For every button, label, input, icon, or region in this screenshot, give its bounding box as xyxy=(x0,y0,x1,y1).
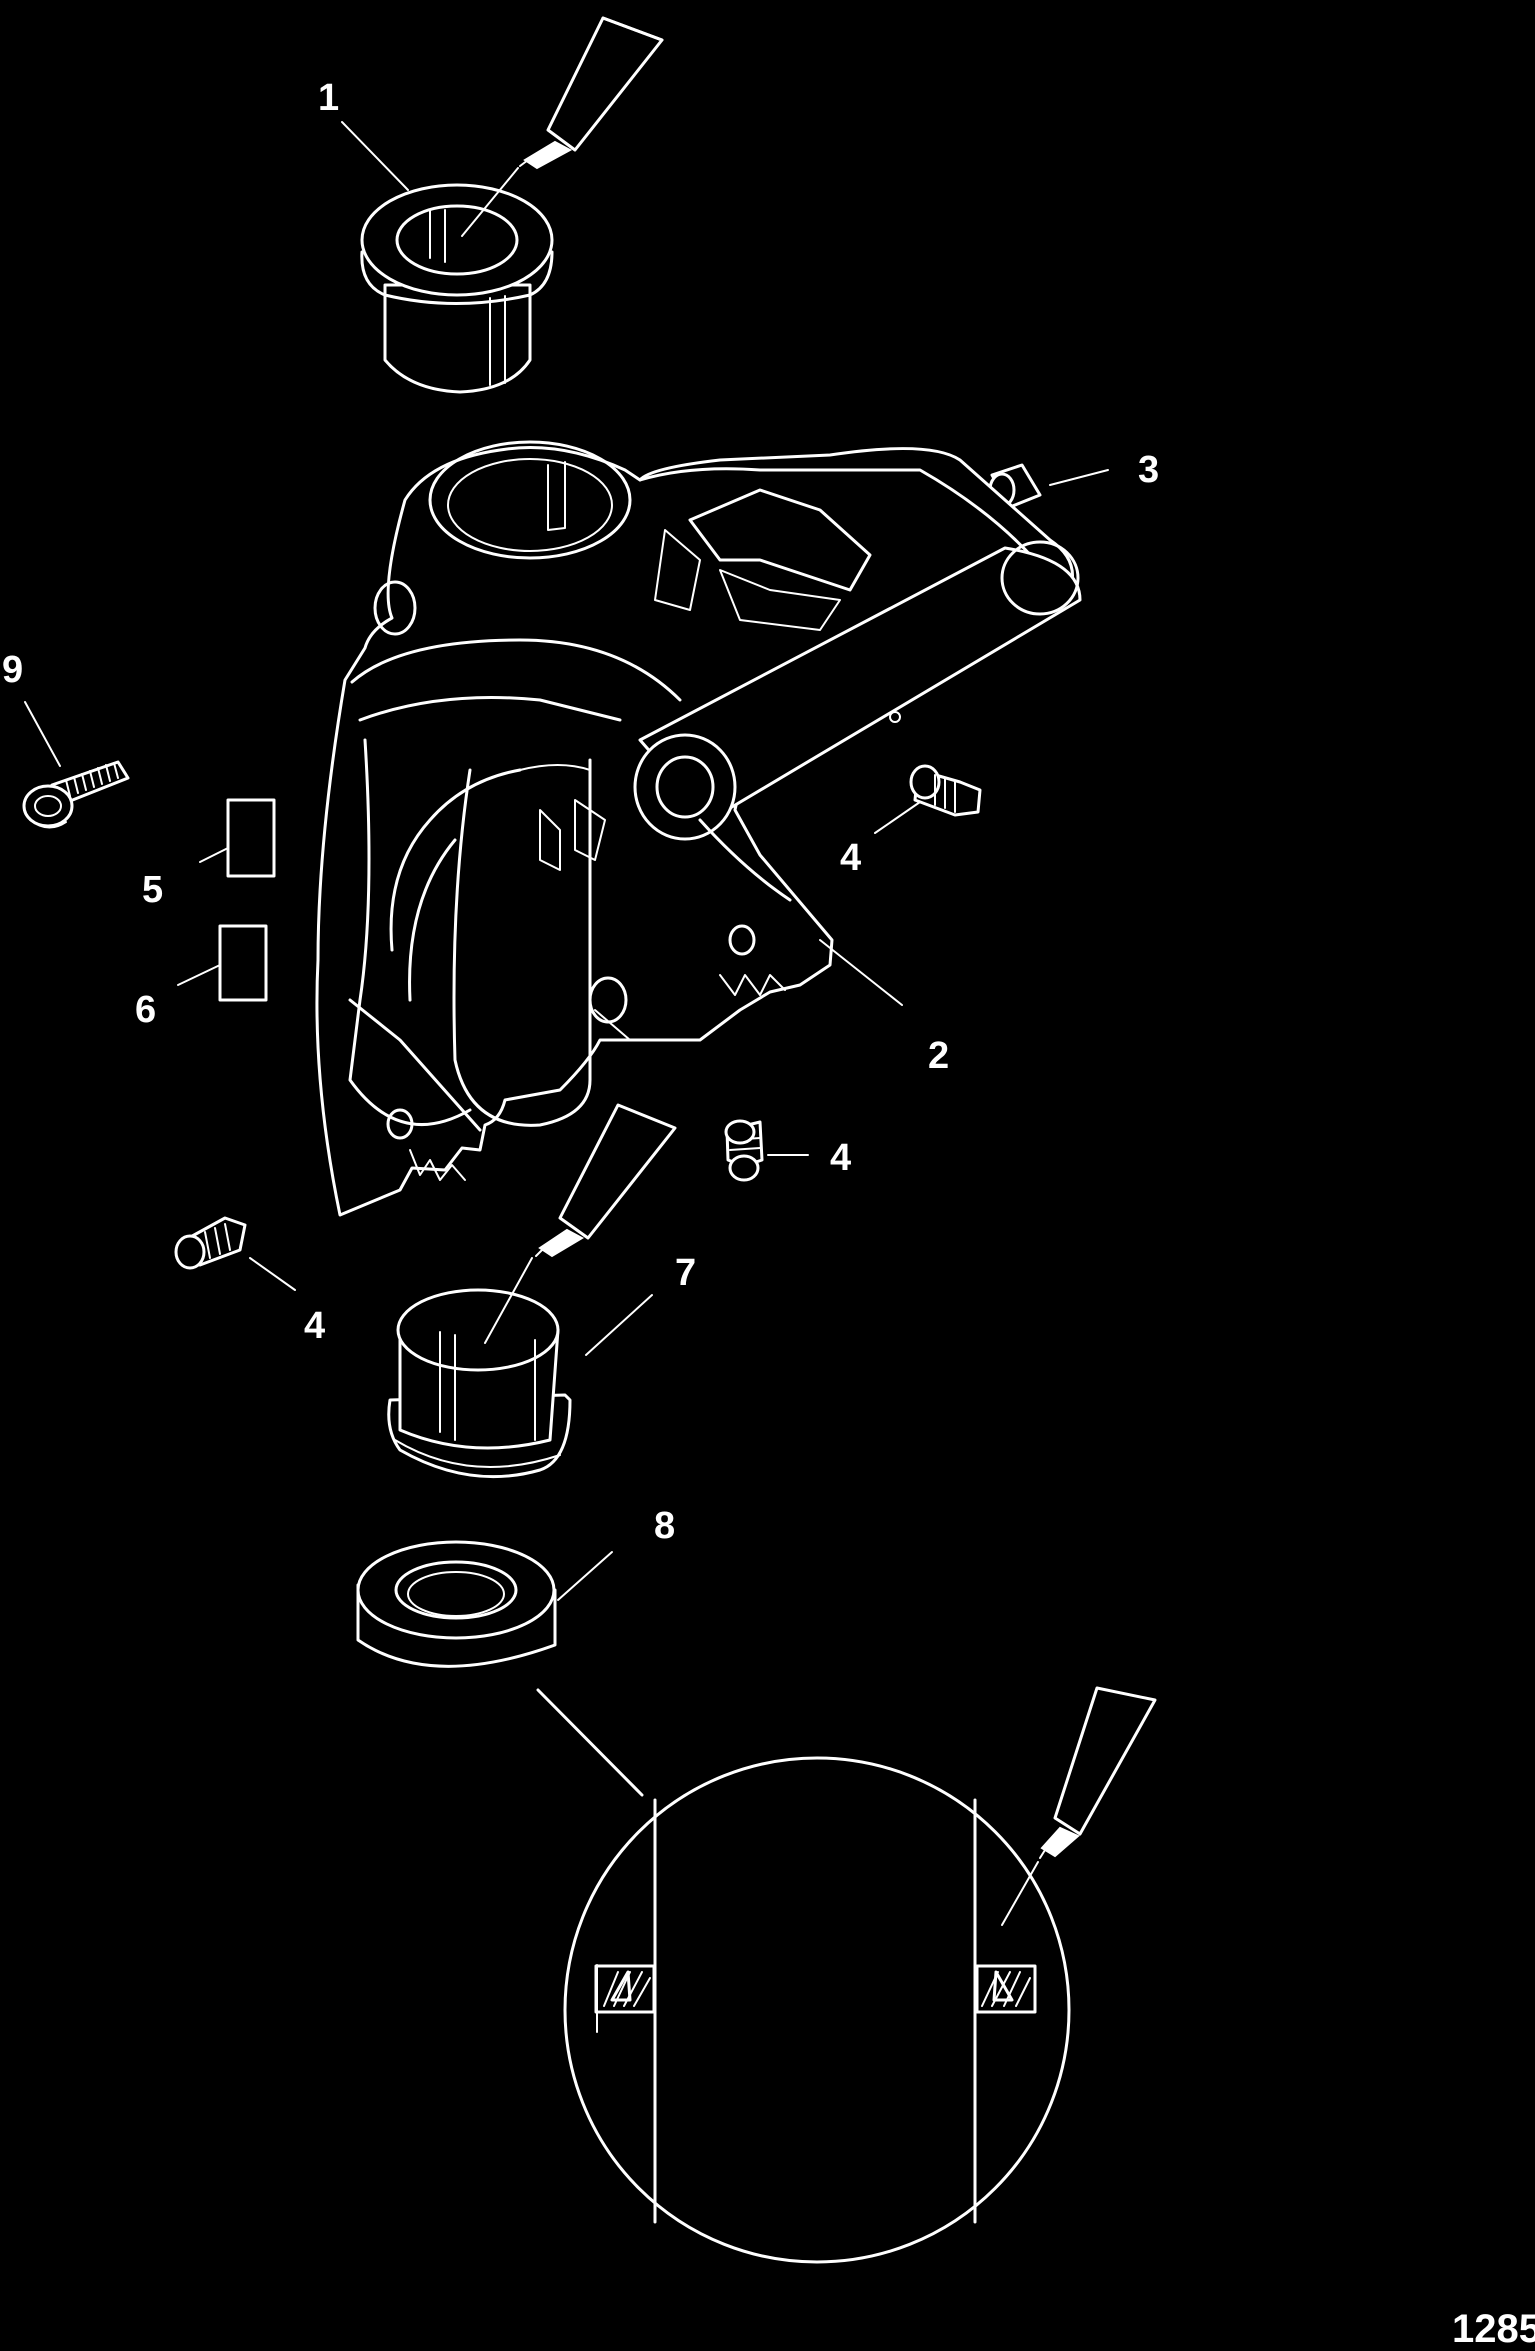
callout-2: 2 xyxy=(928,1035,949,1077)
decal-6-part xyxy=(218,924,268,1002)
seal-detail-view xyxy=(563,1756,1071,2264)
seal-section-right xyxy=(975,1964,1037,2014)
lubricant-tube-detail: 95 xyxy=(1039,1686,1157,1859)
swivel-bracket-part xyxy=(315,440,1082,1217)
leader-1 xyxy=(341,121,409,191)
leader-3 xyxy=(1049,469,1109,486)
upper-bushing-part xyxy=(360,183,554,394)
callout-9: 9 xyxy=(2,649,23,691)
leader-7 xyxy=(585,1294,653,1356)
lubricant-tube-top: 95 xyxy=(519,16,664,170)
callout-7: 7 xyxy=(675,1252,696,1294)
leader-tube-middle xyxy=(484,1257,533,1344)
leader-2 xyxy=(819,939,903,1006)
grease-fitting-right-part xyxy=(909,764,982,817)
decal-5-part xyxy=(226,798,276,878)
figure-id-label: 1285 xyxy=(1452,2307,1535,2351)
callout-5: 5 xyxy=(142,869,163,911)
lubricant-code-label-detail: 95 xyxy=(1084,1711,1120,1747)
callout-4a: 4 xyxy=(840,837,861,879)
seal-part xyxy=(356,1540,557,1668)
screw-part xyxy=(22,760,130,829)
grease-fitting-left-part xyxy=(174,1216,247,1270)
detail-connector xyxy=(536,1688,644,1797)
leader-9 xyxy=(24,701,61,767)
seal-section-left xyxy=(594,1964,656,2014)
leader-6 xyxy=(177,964,221,986)
callout-4b: 4 xyxy=(830,1137,851,1179)
lubricant-tube-middle: 95 xyxy=(535,1103,677,1258)
callout-3: 3 xyxy=(1138,449,1159,491)
leader-4c xyxy=(249,1257,296,1291)
leader-5 xyxy=(199,847,229,863)
callout-4c: 4 xyxy=(304,1305,325,1347)
lower-bushing-part xyxy=(387,1288,572,1479)
callout-1: 1 xyxy=(318,77,339,119)
grease-fitting-middle-part xyxy=(724,1119,764,1182)
callout-8: 8 xyxy=(654,1505,675,1547)
leader-4a xyxy=(874,801,921,834)
leader-tube-top xyxy=(461,167,519,237)
callout-6: 6 xyxy=(135,989,156,1031)
leader-tube-detail xyxy=(1001,1861,1039,1926)
leader-8 xyxy=(557,1551,613,1601)
